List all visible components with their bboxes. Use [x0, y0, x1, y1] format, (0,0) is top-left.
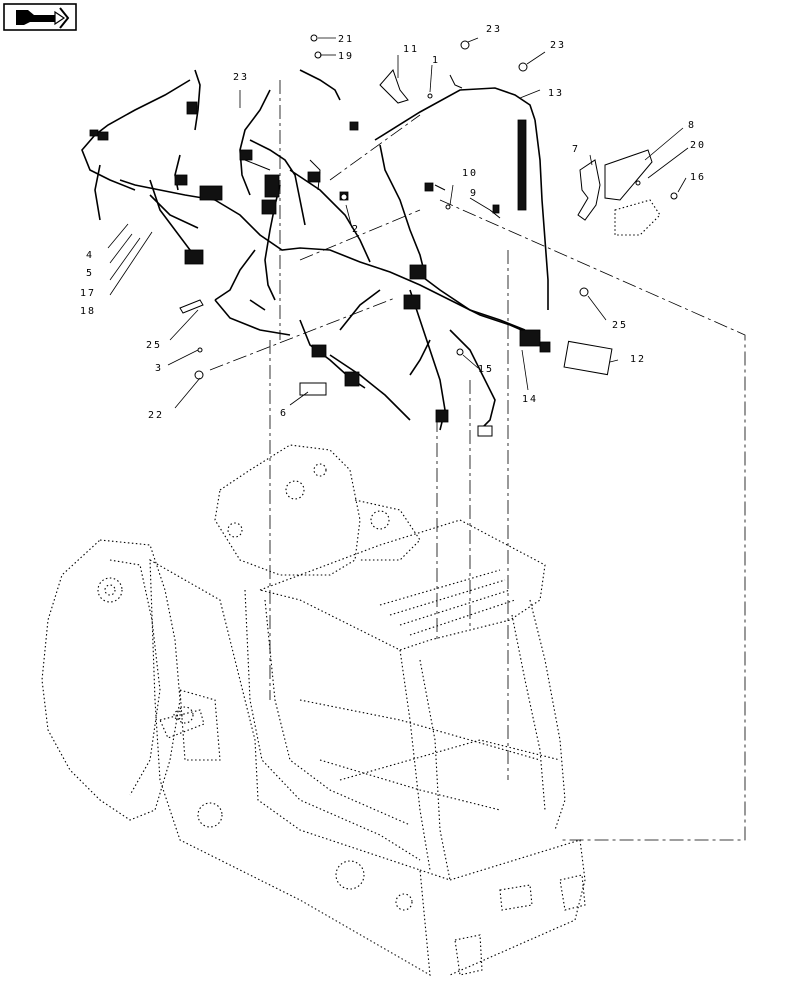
callout-11: 11 [403, 44, 419, 55]
callout-13: 13 [548, 88, 564, 99]
leader-lines [107, 37, 689, 409]
callout-2: 2 [352, 224, 360, 235]
callout-5: 5 [86, 268, 94, 279]
callout-12: 12 [630, 354, 646, 365]
wiring-harness [81, 69, 549, 431]
callout-23-right: 23 [550, 40, 566, 51]
callout-3: 3 [155, 363, 163, 374]
callout-8: 8 [688, 120, 696, 131]
callout-19: 19 [338, 51, 354, 62]
callout-25-left: 25 [146, 340, 162, 351]
callout-10: 10 [462, 168, 478, 179]
return-arrow-icon[interactable] [3, 3, 77, 31]
callout-23-top: 23 [486, 24, 502, 35]
callout-6: 6 [280, 408, 288, 419]
projection-lines [209, 80, 746, 841]
callout-18: 18 [80, 306, 96, 317]
callout-23-left: 23 [233, 72, 249, 83]
callout-labels: 21 19 11 1 23 23 23 13 7 8 20 16 10 9 2 … [80, 24, 706, 421]
harness-connectors [89, 34, 678, 437]
callout-16: 16 [690, 172, 706, 183]
callout-9: 9 [470, 188, 478, 199]
chassis-outline [41, 444, 586, 977]
callout-22: 22 [148, 410, 164, 421]
callout-4: 4 [86, 250, 94, 261]
callout-17: 17 [80, 288, 96, 299]
callout-7: 7 [572, 144, 580, 155]
callout-20: 20 [690, 140, 706, 151]
callout-25-right: 25 [612, 320, 628, 331]
callout-14: 14 [522, 394, 538, 405]
callout-15: 15 [478, 364, 494, 375]
callout-1: 1 [432, 55, 440, 66]
callout-21: 21 [338, 34, 354, 45]
